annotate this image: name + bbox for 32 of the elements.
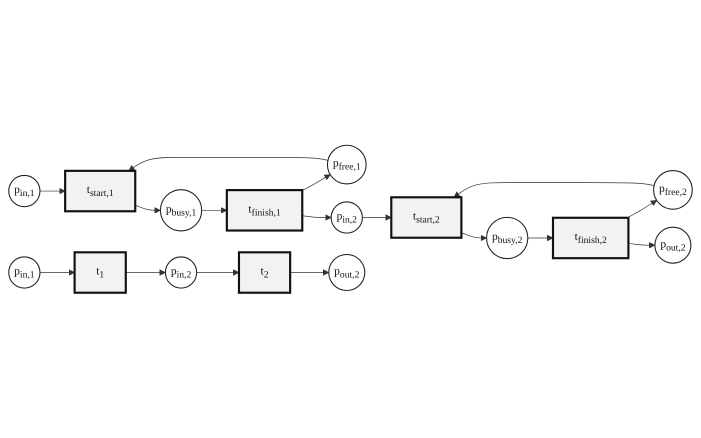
arrow [454,182,654,198]
arrow [40,188,66,194]
arrow [628,242,656,248]
arrow [302,214,332,221]
arrow [125,269,166,276]
node-circle: p$_{free,2}$ [653,170,693,210]
node-box: t$_{finish,1}$ [226,189,304,232]
node-box: t$_{2}$ [238,251,292,294]
arrow [302,174,331,191]
node-circle: p$_{out,2}$ [328,254,366,292]
node-box: t$_{start,2}$ [390,196,462,239]
arrow [362,214,392,221]
node-circle: p$_{free,1}$ [326,144,367,184]
arrow [461,232,487,242]
arrow [201,207,228,214]
arrow [40,269,75,276]
node-circle: p$_{in,1}$ [8,256,40,289]
node-circle: p$_{busy,2}$ [486,216,528,260]
arrow [627,200,657,218]
node-box: t$_{1}$ [74,251,127,294]
node-circle: p$_{in,2}$ [164,256,198,289]
arrow [290,269,330,276]
node-circle: p$_{busy,1}$ [160,189,202,232]
node-box: t$_{finish,2}$ [552,216,630,260]
arrow [527,234,554,242]
arrow [196,269,240,276]
node-circle: p$_{in,2}$ [330,201,363,234]
node-box: t$_{start,1}$ [64,170,136,212]
node-circle: p$_{out,2}$ [654,226,692,264]
arrow [128,157,328,172]
arrow [134,204,161,214]
node-circle: p$_{in,1}$ [8,174,40,208]
